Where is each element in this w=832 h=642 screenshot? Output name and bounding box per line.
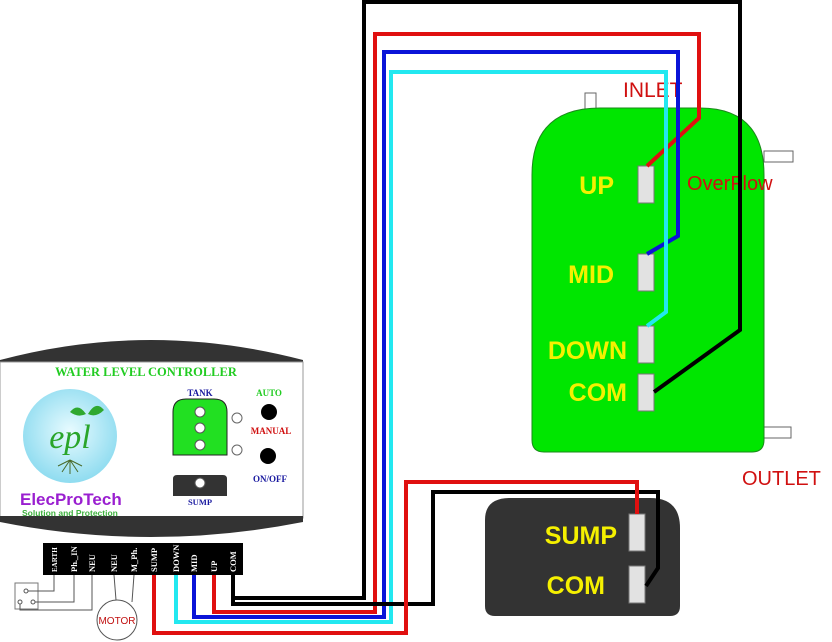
terminal-neu: NEU: [87, 554, 97, 572]
tank-led-mid: [194, 422, 206, 434]
on-off-button[interactable]: [260, 448, 276, 464]
auto-label: AUTO: [256, 388, 282, 398]
inlet-label: INLET: [623, 79, 683, 102]
tank-probe-down: [637, 325, 655, 364]
outlet-pipe: [761, 426, 792, 439]
brand-tagline: Solution and Protection: [22, 508, 118, 518]
tank-probe-up: [637, 165, 655, 204]
tank-led-down: [194, 439, 206, 451]
terminal-com: COM: [228, 551, 238, 572]
leaf-icon: [70, 405, 104, 416]
phase-terminal: [30, 599, 36, 605]
wire-motor-phase: [131, 574, 135, 603]
manual-label: MANUAL: [251, 426, 292, 436]
terminal-earth: EARTH: [51, 547, 59, 572]
controller-header: WATER LEVEL CONTROLLER: [55, 365, 238, 379]
outlet-label: OUTLET: [742, 468, 821, 490]
wire-earth: [28, 575, 55, 592]
terminal-sump: SUMP: [149, 548, 159, 572]
tank-label-mid: MID: [568, 261, 614, 289]
brand-name: ElecProTech: [20, 490, 122, 509]
overflow-pipe: [763, 150, 794, 163]
brand-logo-text: epl: [49, 419, 91, 456]
wire-tank-mid: [192, 50, 680, 619]
terminal-m-ph: M_Ph.: [129, 548, 139, 572]
roots-icon: [57, 459, 83, 474]
motor-label: MOTOR: [98, 616, 135, 627]
on-off-label: ON/OFF: [253, 474, 287, 484]
sump-label-com: COM: [547, 572, 605, 600]
status-led-pump: [231, 444, 243, 456]
wire-tank-down: [174, 70, 668, 624]
tank-label-down: DOWN: [548, 337, 627, 365]
tank-led-up: [194, 406, 206, 418]
sump-probe-com: [628, 565, 646, 604]
tank-indicator-label: TANK: [187, 388, 212, 398]
terminal-block: [43, 543, 243, 575]
terminal-labels: EARTH Ph._IN NEU NEU M_Ph. SUMP DOWN MID UP COM: [51, 544, 238, 572]
terminal-ph-in: Ph._IN: [69, 545, 79, 572]
neutral-terminal: [17, 599, 23, 605]
power-switch-box: [14, 582, 39, 610]
tank-label-up: UP: [579, 172, 614, 200]
motor: [96, 599, 138, 641]
power-and-motor: [14, 574, 138, 641]
overflow-label: OverFlow: [687, 173, 773, 195]
wires: [152, 0, 742, 635]
tank-label-com: COM: [569, 379, 627, 407]
controller-bottom-band: [0, 516, 303, 537]
sump-probe-sump: [628, 513, 646, 552]
wire-phase-in: [35, 575, 75, 603]
terminal-mid: MID: [189, 555, 199, 572]
auto-manual-button[interactable]: [261, 404, 277, 420]
wire-sump-sump: [152, 480, 639, 635]
terminal-neu: NEU: [109, 554, 119, 572]
controller-unit: WATER LEVEL CONTROLLER epl ElecProTech S…: [0, 340, 304, 575]
sump-led: [194, 477, 206, 489]
tank-probe-com: [637, 373, 655, 412]
wire-sump-com: [231, 490, 660, 606]
wire-motor-neutral: [113, 574, 117, 601]
terminal-up: UP: [209, 561, 219, 572]
wire-tank-up: [212, 32, 701, 614]
tank-probe-mid: [637, 253, 655, 292]
terminal-down: DOWN: [171, 544, 181, 572]
sump-label-sump: SUMP: [545, 522, 617, 550]
earth-terminal: [23, 588, 29, 594]
status-led-auto: [231, 412, 243, 424]
overhead-tank: UP MID DOWN COM INLET OverFlow OUTLET: [531, 79, 821, 490]
sump-indicator-label: SUMP: [188, 497, 212, 507]
sump-unit: SUMP COM: [485, 498, 680, 616]
wire-neutral-in: [19, 575, 93, 611]
